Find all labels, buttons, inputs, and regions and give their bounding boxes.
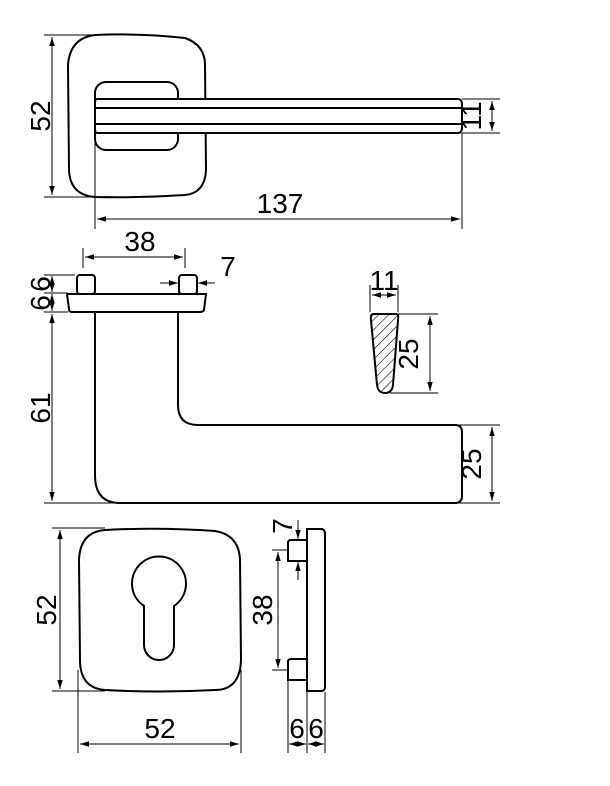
dim-lever-length: 137 — [257, 188, 304, 219]
handle-profile — [94, 312, 463, 504]
side-view: 38 7 6 6 61 25 — [25, 226, 500, 504]
dim-post-width: 7 — [220, 251, 236, 282]
dim-grip-height: 25 — [456, 448, 487, 479]
base-plate — [65, 293, 208, 313]
keyhole — [131, 555, 187, 661]
escutcheon-front: 52 52 — [31, 527, 243, 753]
cross-section: 11 25 — [369, 265, 438, 395]
escutcheon-plate-side — [306, 528, 326, 692]
dim-escutcheon-plate-depth: 6 — [308, 713, 324, 744]
dim-escutcheon-post-spacing: 38 — [247, 594, 278, 625]
spindle-post — [178, 274, 198, 295]
dim-plate-height: 6 — [25, 295, 56, 311]
dim-section-width: 11 — [369, 265, 398, 296]
section-hatch — [369, 313, 400, 395]
escutcheon-post — [287, 658, 307, 681]
dim-rose-height: 52 — [25, 100, 56, 131]
top-view: 52 11 137 — [25, 33, 500, 229]
dim-escutcheon-height: 52 — [31, 594, 62, 625]
dim-spindle-spacing: 38 — [124, 226, 155, 257]
dim-escutcheon-post-width: 7 — [267, 518, 298, 534]
rose-outline — [66, 33, 208, 199]
spindle-post — [76, 274, 96, 295]
dim-post-height: 6 — [25, 276, 56, 292]
lever-bar — [94, 98, 463, 134]
dim-lever-thickness: 11 — [456, 101, 487, 130]
escutcheon-side: 7 38 6 6 — [247, 518, 326, 753]
dim-section-height: 25 — [393, 338, 424, 369]
dim-escutcheon-post-depth: 6 — [289, 713, 305, 744]
escutcheon-post — [287, 539, 307, 562]
escutcheon-outline — [77, 527, 243, 693]
dim-handle-height: 61 — [25, 392, 56, 423]
dim-escutcheon-width: 52 — [144, 713, 175, 744]
